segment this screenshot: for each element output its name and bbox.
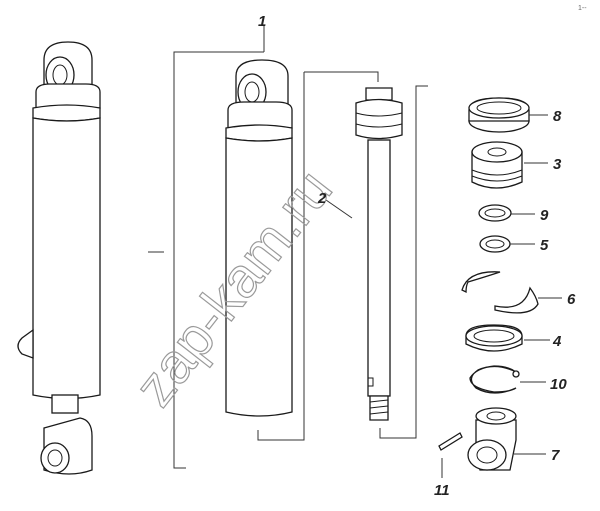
cylinder-assembly — [17, 41, 164, 475]
part-8-ring — [468, 97, 530, 133]
callout-2: 2 — [317, 190, 327, 207]
part-10-snap-ring — [469, 365, 520, 394]
callout-5: 5 — [540, 237, 549, 254]
piston-rod — [355, 87, 403, 421]
part-7-lower-eye — [467, 407, 517, 471]
part-4-ring — [465, 324, 523, 352]
part-6-half-rings — [461, 271, 539, 314]
callout-7: 7 — [551, 447, 560, 464]
part-5-ring — [479, 235, 511, 253]
part-3-cap — [471, 141, 523, 189]
callout-11: 11 — [434, 482, 450, 499]
part-11-pin — [438, 432, 463, 451]
callout-6: 6 — [567, 291, 576, 308]
part-9-ring — [478, 204, 512, 222]
callout-1: 1 — [258, 13, 266, 30]
callout-10: 10 — [550, 376, 567, 393]
callout-3: 3 — [553, 156, 562, 173]
callout-8: 8 — [553, 108, 562, 125]
callout-9: 9 — [540, 207, 549, 224]
callout-4: 4 — [552, 333, 562, 350]
cylinder-barrel — [225, 59, 293, 417]
corner-mark: 1-- — [578, 5, 587, 12]
